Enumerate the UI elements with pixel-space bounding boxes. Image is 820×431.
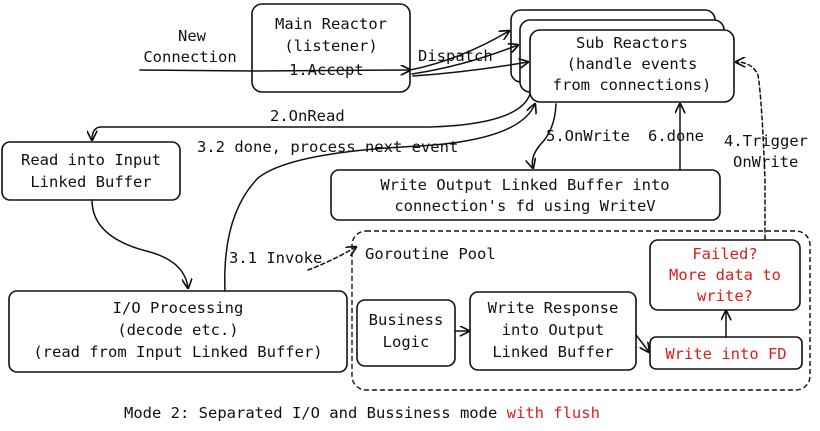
svg-text:Write Output Linked Buffer int: Write Output Linked Buffer into bbox=[380, 176, 669, 194]
done-next-label: 3.2 done, process next event bbox=[197, 138, 458, 156]
trigger-label-2: OnWrite bbox=[733, 153, 798, 171]
caption: Mode 2: Separated I/O and Bussiness mode… bbox=[124, 404, 600, 422]
svg-text:(listener): (listener) bbox=[284, 37, 377, 55]
done-next-arrow bbox=[224, 104, 535, 292]
new-connection-label: New bbox=[178, 27, 207, 45]
svg-text:connection's fd using WriteV: connection's fd using WriteV bbox=[394, 197, 655, 215]
business-logic-node: Business Logic bbox=[356, 299, 456, 367]
sub-reactors-node: Sub Reactors (handle events from connect… bbox=[510, 9, 735, 103]
svg-text:from connections): from connections) bbox=[553, 76, 712, 94]
svg-text:Write into FD: Write into FD bbox=[665, 345, 786, 363]
svg-text:into Output: into Output bbox=[502, 321, 605, 339]
dispatch-arrow-2 bbox=[411, 45, 518, 75]
caption-highlight: with flush bbox=[507, 404, 600, 422]
write-response-node: Write Response into Output Linked Buffer bbox=[469, 291, 637, 371]
new-connection-label-2: Connection bbox=[143, 48, 236, 66]
svg-text:I/O Processing: I/O Processing bbox=[113, 299, 244, 317]
read-to-io-arrow bbox=[91, 199, 188, 288]
write-fd-node: Write into FD bbox=[649, 336, 803, 370]
svg-text:More data to: More data to bbox=[669, 266, 781, 284]
svg-text:Linked Buffer: Linked Buffer bbox=[30, 173, 151, 191]
on-read-label: 2.OnRead bbox=[270, 107, 345, 125]
on-write-label: 5.OnWrite bbox=[546, 127, 630, 145]
svg-text:Read into Input: Read into Input bbox=[21, 151, 161, 169]
new-connection-arrow bbox=[139, 70, 410, 71]
svg-text:Write Response: Write Response bbox=[488, 299, 619, 317]
response-to-fd-arrow bbox=[635, 334, 649, 352]
goroutine-pool-group bbox=[351, 230, 811, 391]
svg-text:(read from Input Linked Buffer: (read from Input Linked Buffer) bbox=[33, 343, 322, 361]
svg-text:Business: Business bbox=[369, 311, 444, 329]
svg-text:Linked Buffer: Linked Buffer bbox=[492, 343, 613, 361]
svg-text:Logic: Logic bbox=[383, 333, 430, 351]
invoke-arrow bbox=[307, 247, 356, 271]
caption-main: Mode 2: Separated I/O and Bussiness mode bbox=[124, 404, 507, 422]
io-processing-node: I/O Processing (decode etc.) (read from … bbox=[8, 290, 348, 373]
svg-text:write?: write? bbox=[697, 287, 753, 305]
dispatch-arrow bbox=[409, 31, 509, 71]
svg-text:Main Reactor: Main Reactor bbox=[275, 15, 387, 33]
invoke-label: 3.1 Invoke bbox=[229, 249, 322, 267]
svg-text:(decode etc.): (decode etc.) bbox=[117, 321, 238, 339]
on-read-arrow bbox=[92, 93, 531, 140]
dispatch-arrow-3 bbox=[412, 62, 528, 77]
goroutine-pool-label: Goroutine Pool bbox=[365, 245, 496, 263]
svg-text:Sub Reactors: Sub Reactors bbox=[576, 34, 688, 52]
svg-text:(handle events: (handle events bbox=[567, 55, 698, 73]
failed-check-node: Failed? More data to write? bbox=[649, 239, 801, 311]
done-label: 6.done bbox=[648, 127, 704, 145]
dispatch-label: Dispatch bbox=[418, 47, 493, 65]
read-input-node: Read into Input Linked Buffer bbox=[1, 141, 181, 201]
trigger-arrow bbox=[736, 62, 766, 240]
trigger-label: 4.Trigger bbox=[724, 132, 808, 150]
svg-text:Failed?: Failed? bbox=[692, 245, 757, 263]
write-output-node: Write Output Linked Buffer into connecti… bbox=[330, 169, 721, 221]
on-write-arrow bbox=[532, 103, 557, 168]
